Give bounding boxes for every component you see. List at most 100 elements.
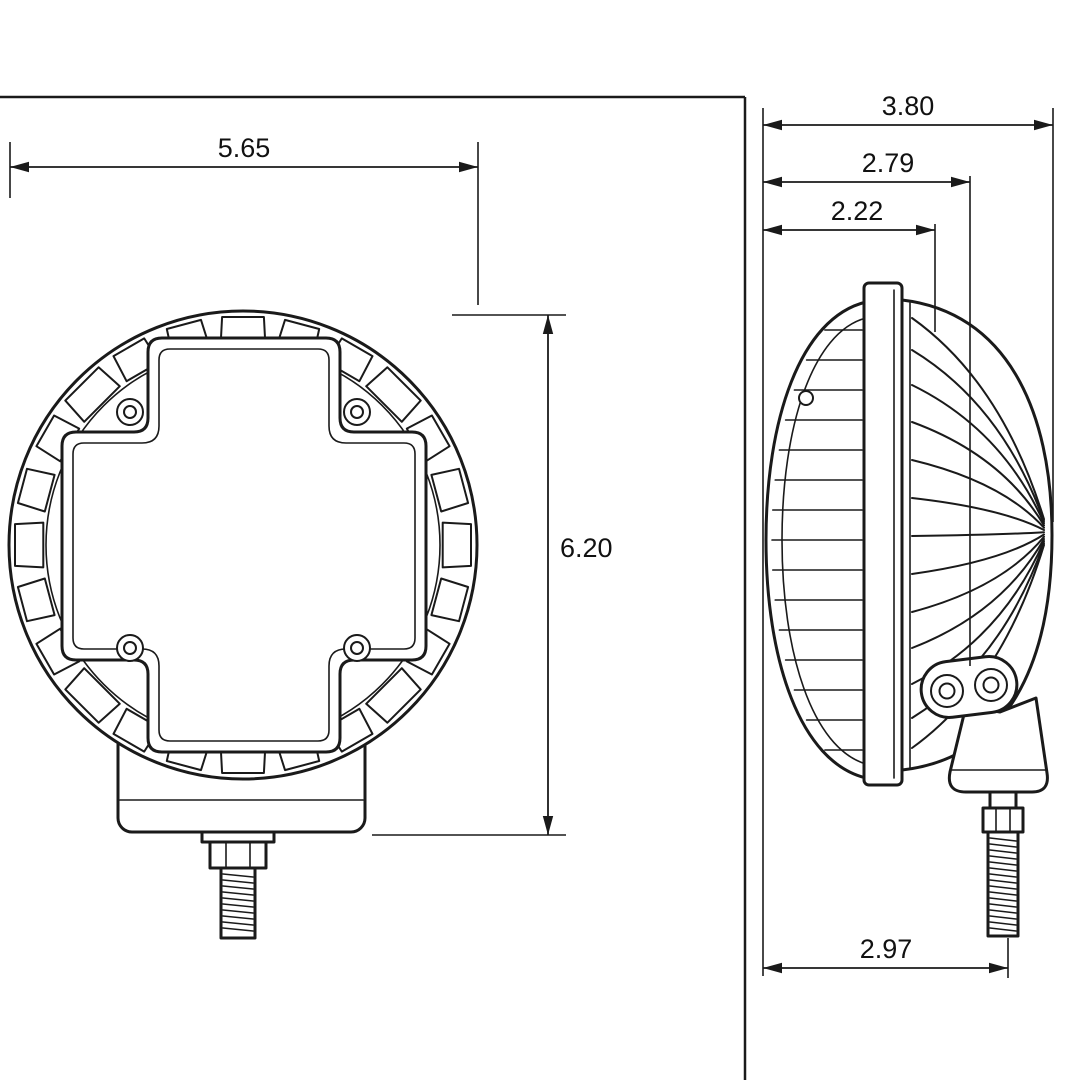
thread-line	[989, 849, 1017, 854]
hex-nut	[208, 840, 268, 870]
bezel-rib	[430, 577, 470, 623]
stud-shaft	[986, 830, 1020, 938]
bezel-rib	[365, 366, 422, 423]
thread-line	[989, 837, 1017, 842]
side-view	[764, 281, 1054, 938]
screw-center	[123, 641, 137, 655]
dome-rib	[911, 533, 1045, 575]
dim-front-width-label: 5.65	[218, 133, 271, 163]
thread-line	[989, 873, 1017, 878]
arrowhead-right	[459, 161, 478, 173]
dimension-side-pivot: 2.79	[763, 148, 971, 666]
front-stud	[200, 830, 276, 940]
arrowhead-left	[763, 224, 782, 236]
dome-rib	[911, 538, 1045, 649]
thread-line	[222, 921, 254, 926]
bezel-rib	[430, 467, 470, 513]
arrowhead-right	[1034, 119, 1053, 131]
thread-line	[989, 885, 1017, 890]
dome-ribs	[911, 317, 1045, 749]
mount-plate	[862, 281, 904, 787]
drawing-frame	[0, 95, 747, 1080]
pivot-bolt-center	[938, 682, 956, 700]
bezel-rib	[16, 467, 56, 513]
bezel-rib	[16, 577, 56, 623]
thread-line	[222, 915, 254, 920]
bezel-rib	[365, 667, 422, 724]
screw	[116, 634, 144, 662]
thread-line	[989, 909, 1017, 914]
dome-rib	[911, 384, 1045, 525]
rear-housing	[764, 300, 868, 780]
dome-lens	[900, 298, 1054, 772]
stud-threads	[222, 873, 254, 932]
dome-rib	[911, 497, 1045, 531]
dome-rib	[911, 535, 1045, 613]
side-mount-bracket	[919, 655, 1049, 938]
thread-line	[222, 903, 254, 908]
thread-line	[989, 891, 1017, 896]
stud-nut	[981, 806, 1025, 834]
stud-shaft	[219, 866, 257, 940]
thread-line	[989, 897, 1017, 902]
arrowhead-top	[542, 315, 554, 334]
screw-center	[123, 405, 137, 419]
bezel-rib	[64, 667, 121, 724]
thread-line	[222, 897, 254, 902]
arrowhead-right	[916, 224, 935, 236]
arrowhead-left	[763, 176, 782, 188]
arrowhead-right	[989, 962, 1008, 974]
dimension-side-depth: 3.80	[762, 91, 1054, 976]
arrowhead-left	[10, 161, 29, 173]
screw-center	[350, 405, 364, 419]
screw	[343, 398, 371, 426]
screw	[343, 634, 371, 662]
thread-line	[989, 861, 1017, 866]
dim-front-height-label: 6.20	[560, 533, 613, 563]
thread-line	[989, 843, 1017, 848]
dim-side-stud-label: 2.97	[860, 934, 913, 964]
thread-line	[989, 921, 1017, 926]
housing-detail-hole	[798, 390, 814, 406]
thread-line	[222, 927, 254, 932]
bezel-rib	[14, 521, 45, 569]
dim-side-body-label: 2.22	[831, 196, 884, 226]
dome-rib	[911, 349, 1045, 523]
arrowhead-left	[763, 119, 782, 131]
pivot-bolt	[974, 668, 1008, 702]
dimension-side-stud: 2.97	[763, 934, 1009, 978]
arrowhead-bottom	[542, 816, 554, 835]
dome-rib	[911, 421, 1045, 527]
heatsink-fins	[771, 329, 863, 751]
thread-line	[222, 909, 254, 914]
thread-line	[989, 915, 1017, 920]
corner-screws	[116, 398, 371, 662]
bezel-rib	[64, 366, 121, 423]
dome-rib	[911, 531, 1045, 537]
dimension-front-height: 6.20	[372, 314, 613, 836]
thread-line	[989, 879, 1017, 884]
thread-line	[222, 885, 254, 890]
thread-line	[222, 891, 254, 896]
thread-line	[989, 903, 1017, 908]
pivot-bolt-center	[982, 676, 1000, 694]
cross-lens-plate	[60, 336, 428, 754]
dimension-side-body: 2.22	[763, 196, 936, 332]
cross-inner-edge	[72, 348, 416, 742]
screw	[116, 398, 144, 426]
stud-threads	[989, 837, 1017, 932]
dim-side-pivot-label: 2.79	[862, 148, 915, 178]
dome-rib	[911, 317, 1045, 521]
dim-side-depth-label: 3.80	[882, 91, 935, 121]
arrowhead-left	[763, 962, 782, 974]
thread-line	[989, 927, 1017, 932]
dimension-front-width: 5.65	[9, 133, 479, 305]
dome-rib	[911, 459, 1045, 529]
cross-outer-edge	[60, 336, 428, 754]
bracket-arm	[947, 696, 1049, 794]
thread-line	[222, 873, 254, 878]
thread-line	[989, 867, 1017, 872]
screw-center	[350, 641, 364, 655]
bezel-rib	[441, 521, 472, 569]
